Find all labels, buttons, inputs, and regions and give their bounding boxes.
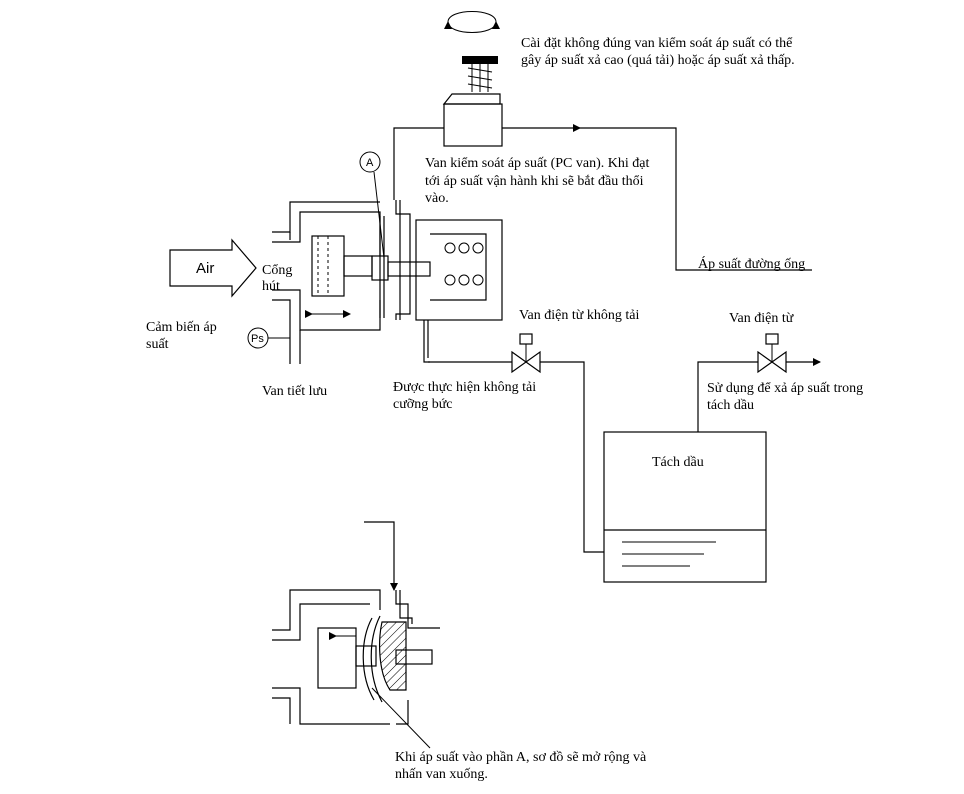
relief-use-label-line-1: Sử dụng để xả áp suất trong	[707, 381, 863, 396]
pressure-control-valve	[442, 56, 503, 147]
air-label: Air	[196, 260, 214, 277]
solenoid-valve-label: Van điện từ	[729, 311, 794, 326]
pipe-regulator-down	[393, 127, 444, 200]
pc-valve-note-line-3: vào.	[425, 191, 449, 206]
marker-a: A	[359, 151, 385, 259]
pressure-sensor	[247, 327, 290, 349]
line-pressure-label: Áp suất đường ống	[698, 255, 805, 272]
throttle-valve-label: Van tiết lưu	[262, 384, 327, 399]
inlet-label-line-1: Cổng	[262, 263, 292, 278]
pressure-sensor-label-line-1: Cảm biến áp	[146, 320, 217, 335]
forced-unload-label-line-2: cưỡng bức	[393, 397, 453, 412]
pipe-line-pressure	[502, 127, 812, 271]
ps-label: Ps	[251, 333, 264, 345]
detail-note-line-1: Khi áp suất vào phần A, sơ đồ sẽ mở rộng…	[395, 750, 647, 765]
pc-valve-note-line-2: tới áp suất vận hành khi sẽ bắt đầu thổi	[425, 174, 644, 189]
air-inlet-arrow-icon	[169, 238, 257, 298]
separator-label: Tách dầu	[652, 455, 704, 470]
regulator-note-line-1: Cài đặt không đúng van kiểm soát áp suất…	[521, 36, 793, 51]
forced-unload-label-line-1: Được thực hiện không tải	[393, 380, 536, 395]
relief-use-label-line-2: tách dầu	[707, 398, 754, 413]
inlet-valve-body	[272, 200, 503, 364]
pipe-separator-to-relief	[697, 361, 758, 432]
inlet-label-line-2: hút	[262, 279, 280, 294]
pc-valve-note-line-1: Van kiểm soát áp suất (PC van). Khi đạt	[425, 156, 649, 171]
detail-valve-section	[272, 589, 440, 749]
solenoid-valve-icon	[511, 333, 541, 374]
pipe-valve-to-separator	[540, 361, 604, 553]
detail-pressure-arrow	[364, 521, 398, 591]
regulator-note-line-2: gây áp suất xả cao (quá tải) hoặc áp suấ…	[521, 53, 795, 68]
rotate-arrows-icon	[443, 11, 500, 33]
marker-a-label: A	[366, 157, 374, 169]
detail-note-line-2: nhấn van xuống.	[395, 767, 488, 782]
pressure-sensor-label-line-2: suất	[146, 337, 169, 352]
unload-valve-label: Van điện từ không tải	[519, 308, 639, 323]
oil-separator-tank	[603, 431, 767, 583]
solenoid-valve-icon	[757, 333, 787, 374]
